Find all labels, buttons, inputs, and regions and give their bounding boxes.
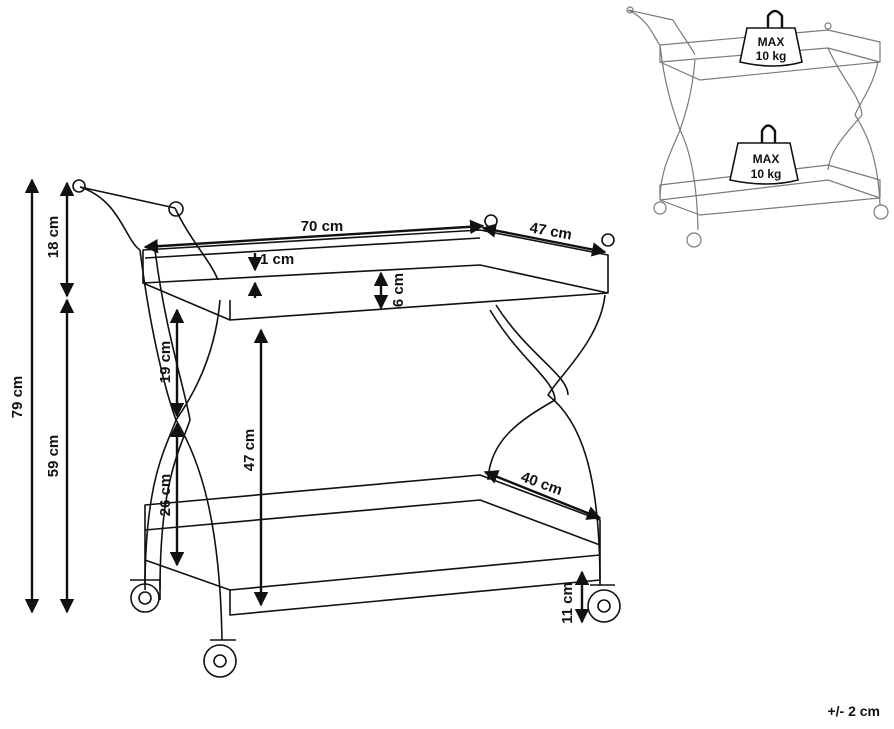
- dimension-lines: [24, 178, 607, 624]
- post-knob-rear: [484, 214, 498, 228]
- thumb-handle: [627, 9, 696, 56]
- wheel-front-right: [587, 584, 621, 623]
- label-shelf-gap: 47 cm: [241, 429, 258, 472]
- weight-bottom-line1: MAX: [753, 152, 780, 166]
- weight-top-line2: 10 kg: [756, 49, 787, 63]
- cart-handle: [79, 186, 219, 281]
- left-leg: [139, 249, 191, 591]
- wheel-front-mid: [203, 639, 237, 678]
- dim-line-top-width: [143, 219, 485, 254]
- label-ground-clearance: 11 cm: [559, 582, 576, 624]
- thumb-bottom-shelf: [659, 164, 881, 216]
- weight-badge-top: MAX 10 kg: [739, 9, 803, 67]
- label-body-height: 59 cm: [45, 435, 62, 478]
- label-rim-height: 6 cm: [390, 273, 407, 307]
- label-rim-small: 1 cm: [260, 251, 294, 268]
- bottom-shelf-rim: [144, 555, 601, 616]
- handle-knob-left: [72, 179, 86, 193]
- label-total-height: 79 cm: [9, 376, 26, 419]
- thumb-wheel-mid: [686, 232, 702, 248]
- dimension-labels: 79 cm 18 cm 59 cm 19 cm 26 cm 47 cm 70 c…: [9, 216, 576, 624]
- label-handle-height: 18 cm: [45, 216, 62, 259]
- right-leg: [487, 294, 606, 586]
- handle-knob-right: [168, 201, 184, 217]
- weight-bottom-line2: 10 kg: [751, 167, 782, 181]
- weight-top-line1: MAX: [758, 35, 785, 49]
- wheel-front-left: [130, 579, 161, 613]
- label-leg-lower: 26 cm: [157, 474, 174, 517]
- post-knob-front: [601, 233, 615, 247]
- thumb-legs: [659, 44, 881, 231]
- dim-line-top-depth: [481, 223, 607, 257]
- right-leg-rear: [495, 304, 569, 396]
- thumb-wheel-left: [653, 201, 667, 215]
- cart-outline: [72, 179, 621, 678]
- thumb-wheel-right: [873, 204, 889, 220]
- load-capacity-thumbnail: [626, 6, 889, 248]
- tolerance-note: +/- 2 cm: [827, 703, 880, 719]
- left-leg-rear: [175, 299, 223, 641]
- top-shelf-rim: [144, 237, 481, 320]
- weight-icon-top: [739, 27, 803, 67]
- weight-icon-bottom: [729, 142, 799, 185]
- dim-line-bottom-depth: [483, 470, 602, 520]
- weight-badge-bottom: MAX 10 kg: [729, 124, 799, 185]
- label-top-width: 70 cm: [301, 218, 344, 235]
- label-leg-upper: 19 cm: [157, 341, 174, 384]
